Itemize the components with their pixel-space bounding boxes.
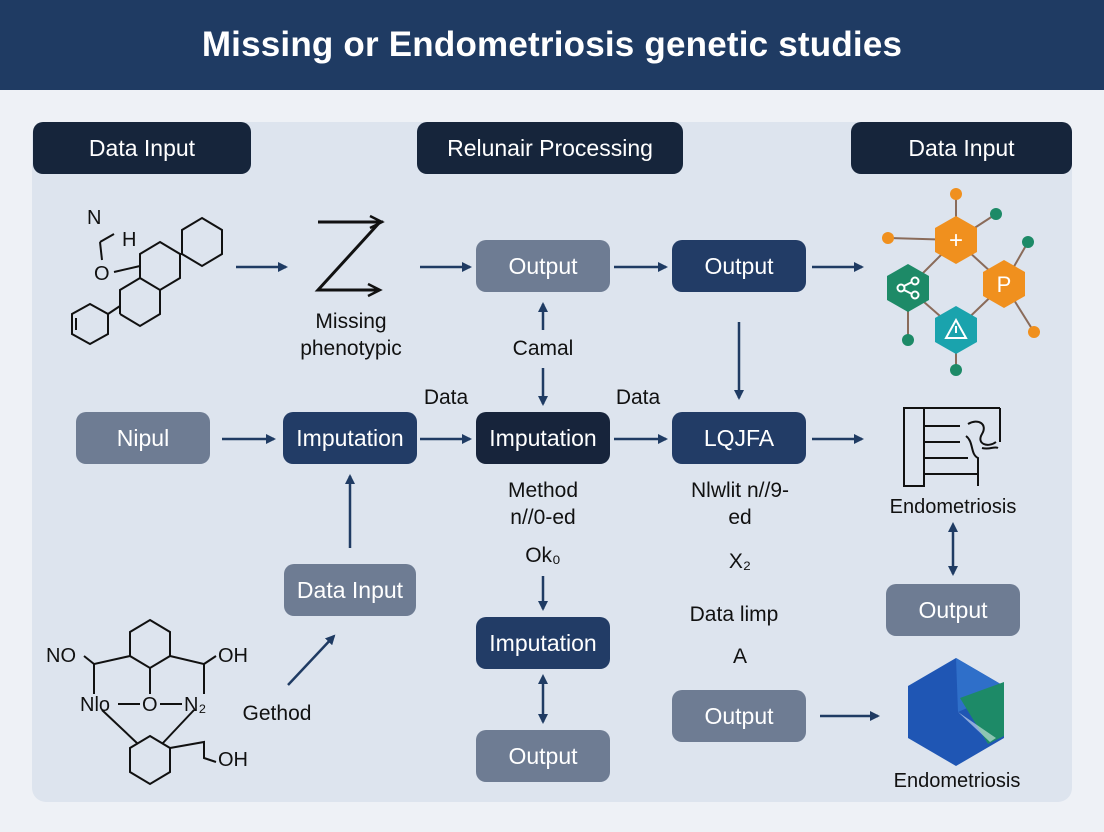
header-processing: Relunair Processing (417, 122, 683, 174)
data-limp-label: Data limp (689, 603, 779, 626)
endometriosis-label-bottom: Endometriosis (893, 770, 1021, 792)
header-data-input-left: Data Input (33, 122, 251, 174)
network-p-icon: P (997, 272, 1012, 297)
z-transform-icon (314, 214, 385, 298)
ok-label: Ok₀ (525, 544, 561, 567)
data-label-right: Data (615, 386, 661, 409)
lqjfa-box[interactable]: LQJFA (672, 412, 806, 464)
output-box-endometriosis[interactable]: Output (886, 584, 1020, 636)
molecule-structure-bottom-icon: NO OH Nlo O N₂ OH (46, 618, 248, 786)
title-bar: Missing or Endometriosis genetic studies (0, 0, 1104, 90)
mol-bottom-n2: N₂ (184, 694, 206, 716)
output-box-1[interactable]: Output (476, 240, 610, 292)
mol-top-o: O (94, 263, 110, 285)
mol-bottom-nio: Nlo (80, 694, 110, 716)
mol-bottom-oh-bottom: OH (218, 749, 248, 771)
endometriosis-label-top: Endometriosis (889, 496, 1017, 518)
output-box-bottom-right[interactable]: Output (672, 690, 806, 742)
nipul-box[interactable]: Nipul (76, 412, 210, 464)
a-label: A (732, 645, 747, 668)
network-plus-icon: + (949, 227, 963, 254)
page-title: Missing or Endometriosis genetic studies (201, 25, 903, 64)
data-input-box[interactable]: Data Input (284, 564, 416, 616)
header-data-input-right: Data Input (851, 122, 1072, 174)
network-graph-icon: + P (882, 188, 1040, 376)
data-label-left: Data (423, 386, 469, 409)
molecule-structure-top-icon: N H O (71, 207, 223, 346)
document-sketch-icon (903, 407, 1001, 487)
mol-top-h: H (122, 229, 136, 251)
mol-bottom-oh-top: OH (218, 645, 248, 667)
mol-top-n: N (87, 207, 101, 229)
output-box-2[interactable]: Output (672, 240, 806, 292)
mol-bottom-no: NO (46, 645, 76, 667)
nwlit-label: Nlwlit n//9-ed (690, 479, 790, 529)
imputation-box-1[interactable]: Imputation (283, 412, 417, 464)
imputation-box-2[interactable]: Imputation (476, 412, 610, 464)
pie-chart-icon (908, 658, 1004, 766)
mol-bottom-o: O (142, 694, 158, 716)
missing-phenotypic-label: Missing phenotypic (300, 310, 402, 360)
method-label: Method n//0-ed (507, 479, 579, 529)
camal-label: Camal (512, 337, 574, 360)
x2-label: X₂ (728, 550, 752, 573)
output-box-bottom-center[interactable]: Output (476, 730, 610, 782)
imputation-box-3[interactable]: Imputation (476, 617, 610, 669)
gethod-label: Gethod (242, 702, 312, 725)
